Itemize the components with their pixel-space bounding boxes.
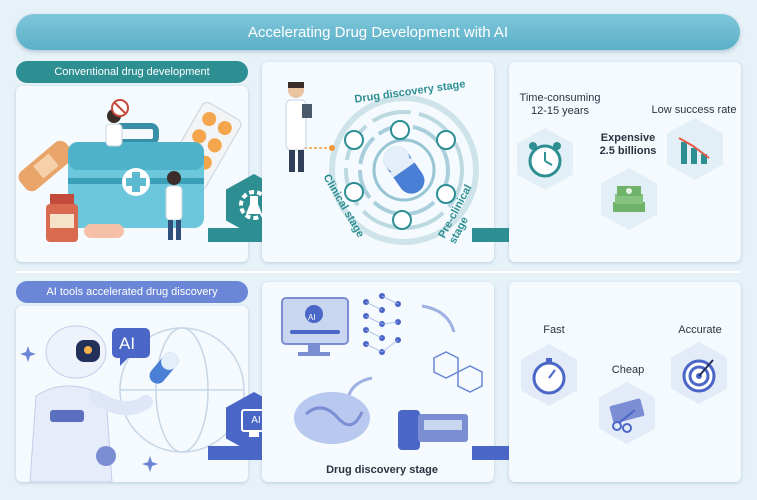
medical-kit-illustration [18, 99, 242, 242]
stopwatch-icon [532, 358, 566, 395]
conventional-label: Conventional drug development [54, 66, 210, 78]
expensive-label: Expensive 2.5 billions [599, 132, 657, 157]
cheap-hex [599, 382, 655, 444]
ai-robot-panel: AI [16, 306, 248, 483]
ai-discovery-illustration [281, 293, 483, 450]
stages-panel: Drug discovery stage Pre-clinical stage … [262, 62, 494, 262]
monitor-stand-icon [249, 432, 259, 437]
ai-label: AI tools accelerated drug discovery [46, 286, 218, 298]
target-icon [682, 359, 716, 393]
row-divider [16, 271, 740, 273]
money-stack-icon [613, 186, 645, 212]
conventional-label-pill: Conventional drug development [16, 61, 248, 83]
ai-outcomes-panel: Fast Cheap Accurate [509, 282, 741, 482]
ai-discovery-panel: AI Drug discovery stage [262, 282, 494, 482]
fast-label: Fast [543, 324, 565, 336]
monitor-ai-badge: AI [308, 313, 316, 322]
money-hex [601, 168, 657, 230]
robot-ai-badge: AI [119, 334, 136, 353]
ai-robot-illustration [20, 325, 245, 483]
accurate-label: Accurate [678, 324, 722, 336]
time-consuming-label: Time-consuming 12-15 years [519, 92, 601, 117]
alarm-clock-icon [528, 142, 562, 178]
scissors-money-icon [609, 398, 645, 433]
hex-ai-text: AI [251, 415, 261, 426]
conventional-illustration-panel [16, 86, 248, 262]
ai-label-pill: AI tools accelerated drug discovery [16, 281, 248, 303]
stopwatch-hex [521, 344, 577, 406]
conventional-outcomes-panel: Time-consuming 12-15 years Expensive 2.5… [509, 62, 741, 262]
page-title: Accelerating Drug Development with AI [247, 23, 509, 41]
stages-circle-diagram [285, 82, 479, 245]
title-banner: Accelerating Drug Development with AI [16, 14, 740, 50]
declining-chart-icon [678, 137, 710, 164]
ai-stage-label: Drug discovery stage [326, 464, 438, 476]
chart-hex [667, 118, 723, 180]
cheap-label: Cheap [611, 364, 645, 376]
target-hex [671, 342, 727, 404]
clock-hex [517, 128, 573, 190]
low-success-label: Low success rate [651, 104, 737, 116]
